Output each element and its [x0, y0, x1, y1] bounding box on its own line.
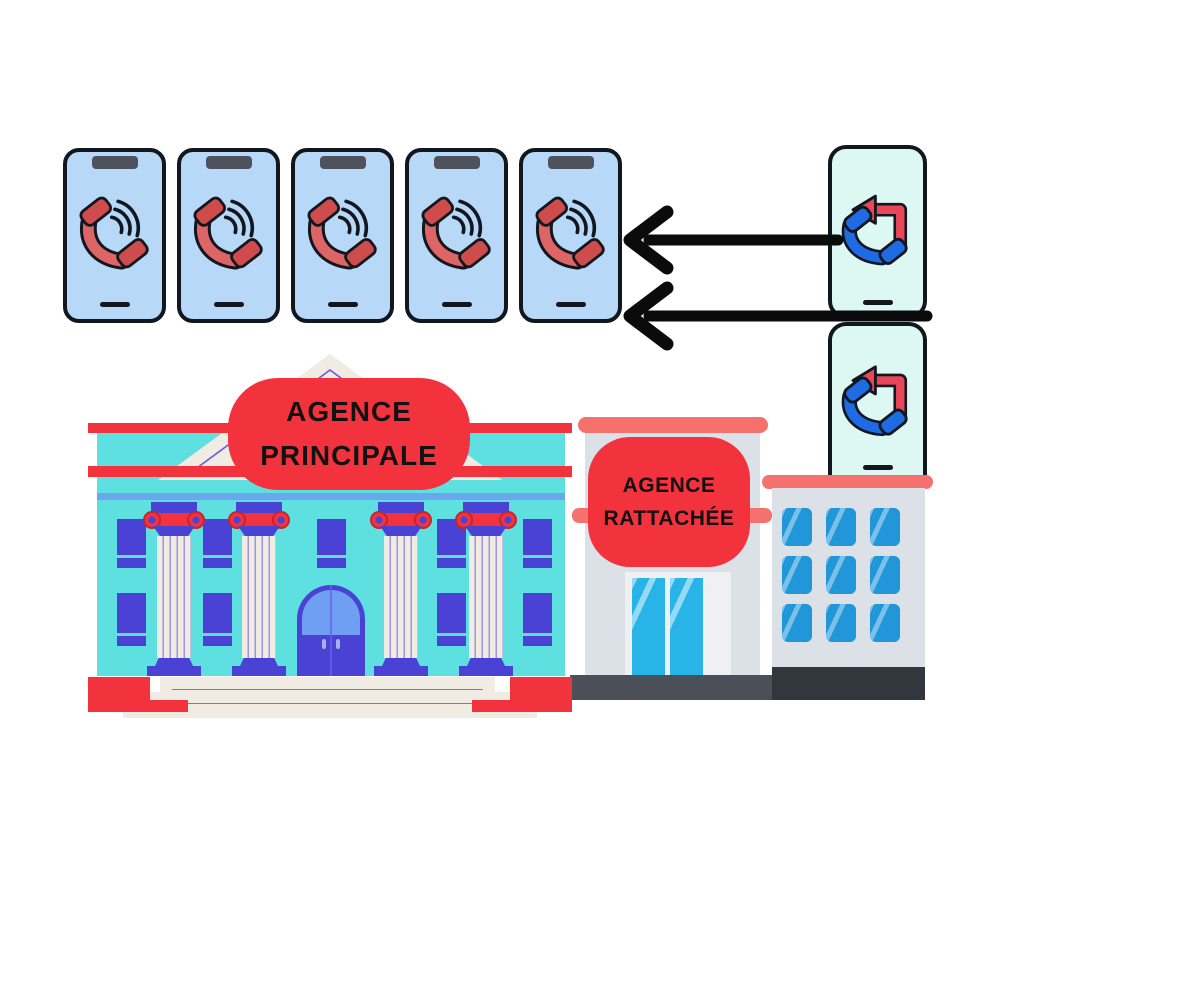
entrance-door [297, 585, 365, 676]
office-window [870, 604, 900, 642]
callback-phone-card-1 [828, 145, 927, 319]
incoming-call-phone [63, 148, 166, 323]
door-divider [330, 585, 332, 676]
office-window [782, 556, 812, 594]
step-corner-block [88, 677, 150, 700]
phone-home-bar [555, 302, 586, 307]
incoming-call-phone [291, 148, 394, 323]
ringing-phone-icon [421, 196, 491, 270]
office-window [826, 508, 856, 546]
ringing-phone-icon [535, 196, 605, 270]
badge-line: RATTACHÉE [603, 507, 735, 530]
badge-agence-principale: AGENCE PRINCIPALE [228, 378, 470, 490]
glass-door [632, 578, 665, 675]
door-handle [322, 639, 326, 649]
office-window [782, 508, 812, 546]
incoming-call-phone [519, 148, 622, 323]
tower-roof-band [578, 417, 768, 433]
badge-line: PRINCIPALE [260, 440, 438, 471]
callback-phone-card-2 [828, 322, 927, 480]
facade-window [203, 519, 232, 568]
facade-window [523, 593, 552, 646]
phone-notch [205, 156, 252, 169]
office-window [826, 556, 856, 594]
phone-notch [547, 156, 594, 169]
callback-icon-slot [837, 166, 917, 286]
step-corner-block [510, 677, 572, 700]
main-agency-building: AGENCE PRINCIPALE [88, 350, 572, 718]
phone-notch [319, 156, 366, 169]
phone-home-bar [441, 302, 472, 307]
office-window [826, 604, 856, 642]
column [455, 502, 517, 676]
tower-base [570, 675, 772, 700]
column [143, 502, 205, 676]
entrance-step [123, 706, 537, 718]
facade-window [117, 519, 146, 568]
ringing-phone-icon [193, 196, 263, 270]
facade-window [437, 593, 466, 646]
facade-stripe [97, 493, 565, 500]
glass-door [670, 578, 703, 675]
phone-home-bar [99, 302, 130, 307]
facade-window [117, 593, 146, 646]
arrow-top [623, 205, 844, 275]
facade-window [523, 519, 552, 568]
roof-band [762, 475, 933, 489]
phone-home-bar [862, 300, 893, 305]
badge-line: AGENCE [286, 396, 412, 427]
office-window [870, 508, 900, 546]
callback-icon-slot [837, 341, 917, 452]
facade-window [317, 519, 346, 568]
door-handle [336, 639, 340, 649]
badge-agence-rattachee: AGENCE RATTACHÉE [588, 437, 750, 567]
office-base [772, 667, 925, 700]
incoming-call-phone [177, 148, 280, 323]
column [370, 502, 432, 676]
phone-notch [91, 156, 138, 169]
phone-home-bar [862, 465, 893, 470]
facade-window [203, 593, 232, 646]
ringing-phone-icon [307, 196, 377, 270]
step-corner-block [472, 700, 572, 712]
incoming-phones-row [63, 148, 622, 323]
incoming-call-phone [405, 148, 508, 323]
call-return-icon [842, 365, 909, 437]
office-window [870, 556, 900, 594]
entrance-step [160, 677, 495, 692]
office-window [782, 604, 812, 642]
badge-line: AGENCE [622, 474, 716, 497]
attached-agency-building: AGENCE RATTACHÉE [570, 417, 933, 700]
phone-home-bar [327, 302, 358, 307]
column [228, 502, 290, 676]
office-window-grid [782, 508, 900, 642]
phone-notch [433, 156, 480, 169]
phone-home-bar [213, 302, 244, 307]
call-return-icon [842, 194, 909, 265]
entrance-step [145, 692, 515, 706]
ringing-phone-icon [79, 196, 149, 270]
step-corner-block [88, 700, 188, 712]
